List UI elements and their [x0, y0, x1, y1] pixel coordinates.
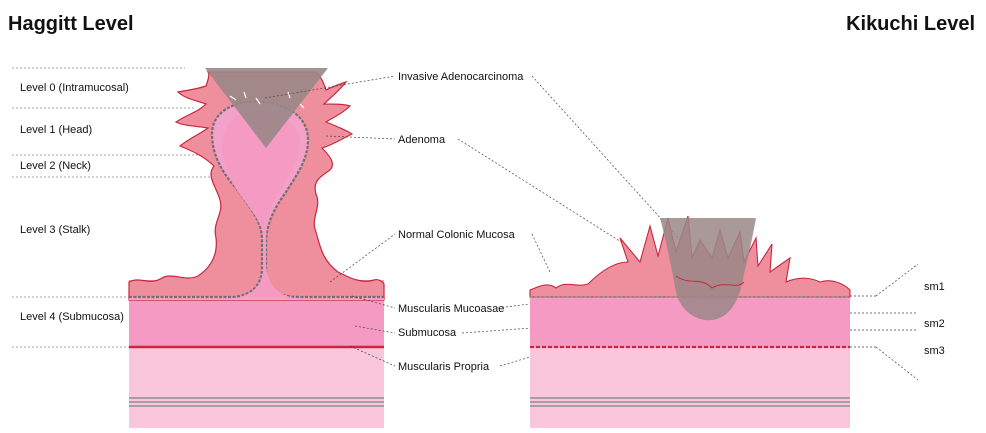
haggitt-diagram: Level 0 (Intramucosal) Level 1 (Head) Le… — [12, 68, 384, 428]
normal-mucosa-label: Normal Colonic Mucosa — [398, 229, 516, 241]
sm3-label: sm3 — [924, 345, 945, 357]
haggitt-title: Haggitt Level — [8, 13, 134, 35]
kikuchi-title: Kikuchi Level — [846, 13, 975, 35]
invasive-label: Invasive Adenocarcinoma — [398, 71, 524, 83]
level-2-label: Level 2 (Neck) — [20, 160, 91, 172]
sm2-label: sm2 — [924, 318, 945, 330]
deep-layer — [129, 348, 384, 428]
adenoma-label: Adenoma — [398, 134, 446, 146]
center-labels: Invasive Adenocarcinoma Adenoma Normal C… — [398, 71, 524, 373]
level-4-label: Level 4 (Submucosa) — [20, 311, 124, 323]
level-1-label: Level 1 (Head) — [20, 124, 92, 136]
level-0-label: Level 0 (Intramucosal) — [20, 82, 129, 94]
kikuchi-diagram: sm1 sm2 sm3 — [530, 216, 945, 428]
deep-layer-right — [530, 348, 850, 428]
sm1-label: sm1 — [924, 281, 945, 293]
muscularis-propria-label: Muscularis Propria — [398, 361, 490, 373]
sm-lines — [850, 264, 918, 380]
level-3-label: Level 3 (Stalk) — [20, 224, 90, 236]
submucosa-label: Submucosa — [398, 327, 457, 339]
muscularis-mucosae-label: Muscularis Mucoasae — [398, 303, 504, 315]
